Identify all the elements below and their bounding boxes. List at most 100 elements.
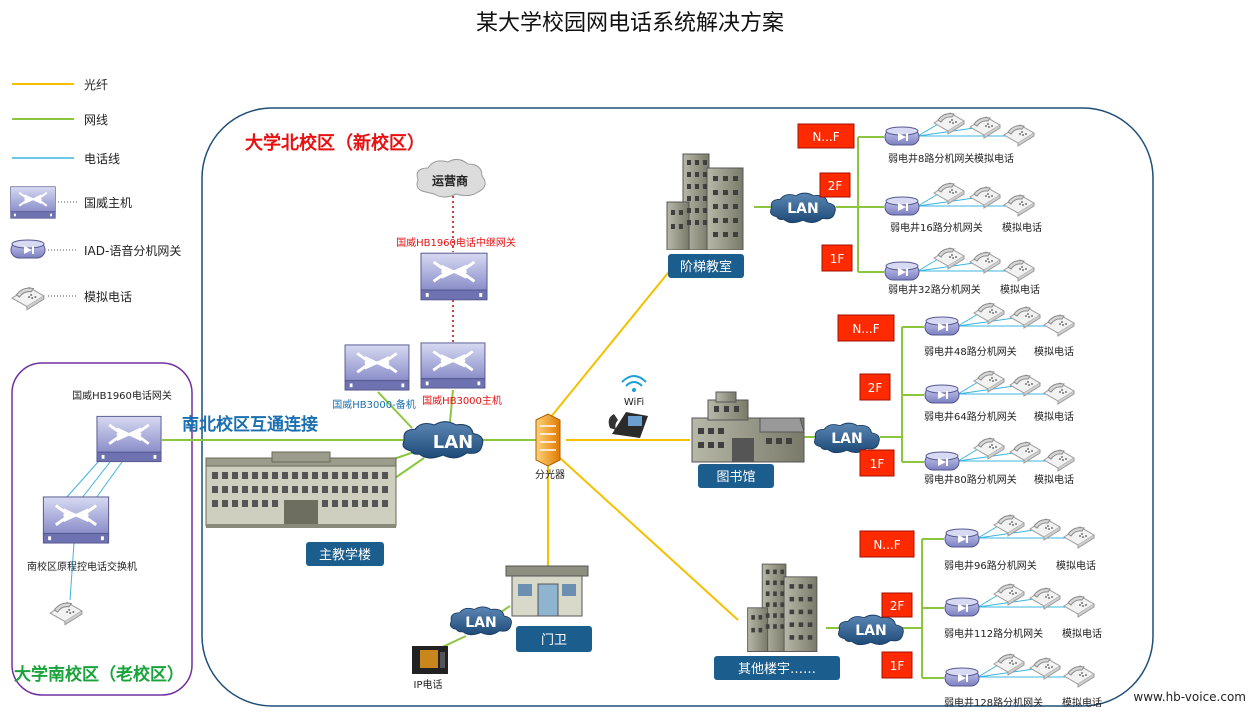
gateway-label: 弱电井32路分机网关 xyxy=(888,283,981,296)
floor-label: 1F xyxy=(870,457,885,471)
operator-label: 运营商 xyxy=(432,173,468,188)
gateway-label: 弱电井128路分机网关 xyxy=(944,696,1043,709)
south-campus-border xyxy=(11,362,193,696)
analog-phone-label: 模拟电话 xyxy=(1062,696,1102,709)
analog-phone-label: 模拟电话 xyxy=(1034,410,1074,423)
other-buildings-label-box xyxy=(714,656,840,680)
floor-label: N...F xyxy=(852,322,879,336)
analog-phone-icon xyxy=(1003,194,1035,217)
analog-phone-icon xyxy=(993,583,1025,606)
analog-phone-icon xyxy=(969,251,1001,274)
analog-phone-label: 模拟电话 xyxy=(974,152,1014,165)
analog-phone-icon xyxy=(969,116,1001,139)
analog-phone-icon xyxy=(1063,665,1095,688)
gate-house-icon xyxy=(505,565,589,617)
floor-label: N...F xyxy=(873,538,900,552)
main-teaching-label: 主教学楼 xyxy=(319,547,371,563)
analog-phone-label: 模拟电话 xyxy=(1002,221,1042,234)
floor-label: 2F xyxy=(868,381,883,395)
lecture-hall-building-icon xyxy=(666,153,744,250)
connections xyxy=(65,136,944,679)
analog-phone-label: 模拟电话 xyxy=(1034,473,1074,486)
gateway-label: 弱电井64路分机网关 xyxy=(924,410,1017,423)
legend-host-label: 国威主机 xyxy=(84,196,132,210)
lecture-hall-label-box xyxy=(668,254,744,278)
legend-phone-label: 模拟电话 xyxy=(84,290,132,304)
legend-phone-icon xyxy=(11,286,45,311)
trunk-gateway-host-icon xyxy=(420,252,488,301)
legend-host-icon xyxy=(10,186,56,219)
analog-phone-icon xyxy=(993,514,1025,537)
iad-gateway-icon xyxy=(944,597,980,617)
floor-boxes: N...F 2F 1F N...F 2F 1F N...F 2F 1F xyxy=(797,123,915,679)
floor-label: 1F xyxy=(890,659,905,673)
video-ip-phone-icon xyxy=(412,646,448,674)
backup-host-icon xyxy=(344,344,410,391)
phone-lines xyxy=(917,123,1068,678)
desk-ip-phone-icon xyxy=(608,412,648,438)
main-host-icon xyxy=(420,342,486,389)
other-buildings-icon xyxy=(747,563,818,652)
analog-phone-label: 模拟电话 xyxy=(1034,345,1074,358)
floor-label: 2F xyxy=(890,599,905,613)
ip-phone-label: IP电话 xyxy=(414,678,443,691)
splitter-label: 分光器 xyxy=(535,468,565,481)
iad-gateway-icon xyxy=(884,261,920,281)
analog-phone-icon xyxy=(973,302,1005,325)
library-label: 图书馆 xyxy=(716,470,755,485)
floor-label: 2F xyxy=(828,179,843,193)
analog-phone-icon xyxy=(1063,595,1095,618)
lecture-lan-label: LAN xyxy=(787,201,818,217)
gateway-label: 弱电井96路分机网关 xyxy=(944,559,1037,572)
gate-label-box xyxy=(516,626,592,652)
main-host-label: 国威HB3000主机 xyxy=(422,394,502,407)
wifi-label: WiFi xyxy=(624,397,644,408)
south-analog-phone-icon xyxy=(49,601,83,626)
analog-phone-icon xyxy=(1029,587,1061,610)
floor-label: N...F xyxy=(812,130,839,144)
analog-phone-icon xyxy=(1003,124,1035,147)
south-gateway-host-icon xyxy=(96,414,162,464)
iad-gateway-icon xyxy=(884,196,920,216)
operator-cloud: 运营商 xyxy=(416,158,486,198)
analog-phone-icon xyxy=(1009,374,1041,397)
analog-phone-icon xyxy=(1063,526,1095,549)
iad-gateway-icon xyxy=(944,667,980,687)
analog-phone-label: 模拟电话 xyxy=(1056,559,1096,572)
analog-phone-icon xyxy=(1009,441,1041,464)
south-campus-title: 大学南校区（老校区） xyxy=(14,664,184,685)
wifi-icon xyxy=(621,375,647,392)
analog-phone-label: 模拟电话 xyxy=(1000,283,1040,296)
other-buildings-label: 其他楼宇…… xyxy=(738,662,816,677)
south-old-switch-label: 南校区原程控电话交换机 xyxy=(27,560,137,573)
legend-iad-icon xyxy=(10,239,46,259)
north-campus-border xyxy=(201,107,1154,707)
analog-phone-icon xyxy=(933,182,965,205)
floor-label: 1F xyxy=(830,252,845,266)
north-campus-title: 大学北校区（新校区） xyxy=(245,132,425,154)
iad-gateway-icon xyxy=(924,316,960,336)
legend-phone-line-label: 电话线 xyxy=(84,152,120,166)
gateway-label: 弱电井48路分机网关 xyxy=(924,345,1017,358)
analog-phone-icon xyxy=(973,370,1005,393)
analog-phone-icon xyxy=(933,112,965,135)
iad-gateway-icon xyxy=(924,384,960,404)
library-building-icon xyxy=(691,391,805,463)
gateway-label: 弱电井80路分机网关 xyxy=(924,473,1017,486)
legend: 光纤 网线 电话线 国威主机 IAD-语音分机网关 模拟电话 xyxy=(10,78,181,311)
splitter-icon xyxy=(535,413,561,467)
analog-phone-icon xyxy=(973,437,1005,460)
gateway-label: 弱电井8路分机网关 xyxy=(888,152,974,165)
analog-phone-icon xyxy=(969,186,1001,209)
library-lan-label: LAN xyxy=(831,431,862,447)
legend-fiber-label: 光纤 xyxy=(84,78,108,92)
main-teaching-building-icon xyxy=(205,451,397,528)
lecture-hall-label: 阶梯教室 xyxy=(680,259,732,275)
gate-lan-label: LAN xyxy=(465,615,496,631)
backup-host-label: 国威HB3000-备机 xyxy=(332,398,415,411)
gateway-label: 弱电井112路分机网关 xyxy=(944,627,1043,640)
interconnect-label: 南北校区互通连接 xyxy=(182,414,318,435)
analog-phone-icon xyxy=(1029,518,1061,541)
main-teaching-label-box xyxy=(306,542,384,566)
